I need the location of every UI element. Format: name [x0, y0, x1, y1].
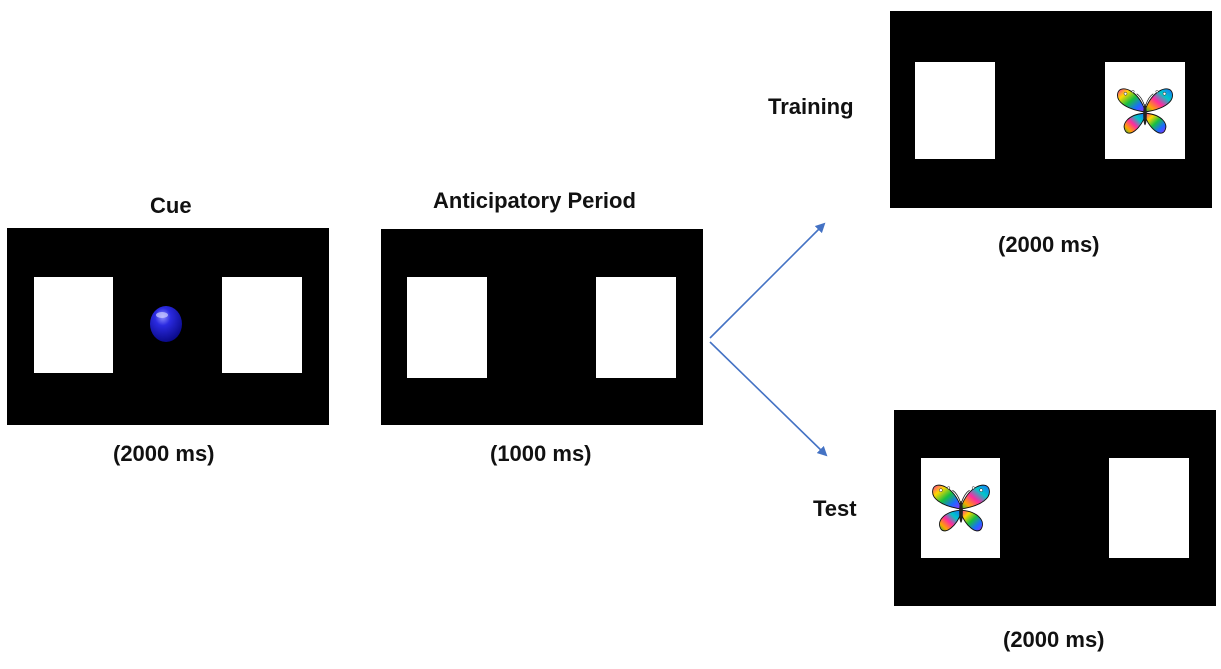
blue-ball-icon: [150, 306, 182, 342]
test-left-box: [921, 458, 1000, 558]
cue-right-box: [222, 277, 302, 373]
training-screen: [890, 11, 1212, 208]
arrow-to-training: [709, 222, 826, 339]
butterfly-icon: [1115, 84, 1175, 138]
cue-title: Cue: [150, 193, 192, 218]
anticipatory-duration: (1000 ms): [490, 441, 592, 466]
test-duration: (2000 ms): [1003, 627, 1105, 652]
training-duration: (2000 ms): [998, 232, 1100, 257]
cue-screen: [7, 228, 329, 425]
butterfly-icon: [930, 480, 992, 536]
test-screen: [894, 410, 1216, 606]
cue-duration: (2000 ms): [113, 441, 215, 466]
arrow-to-test: [709, 341, 828, 457]
training-title: Training: [768, 94, 854, 119]
anticipatory-right-box: [596, 277, 676, 378]
anticipatory-left-box: [407, 277, 487, 378]
test-title: Test: [813, 496, 857, 521]
training-left-box: [915, 62, 995, 159]
cue-left-box: [34, 277, 113, 373]
anticipatory-title: Anticipatory Period: [433, 188, 636, 213]
training-right-box: [1105, 62, 1185, 159]
anticipatory-screen: [381, 229, 703, 425]
test-right-box: [1109, 458, 1189, 558]
